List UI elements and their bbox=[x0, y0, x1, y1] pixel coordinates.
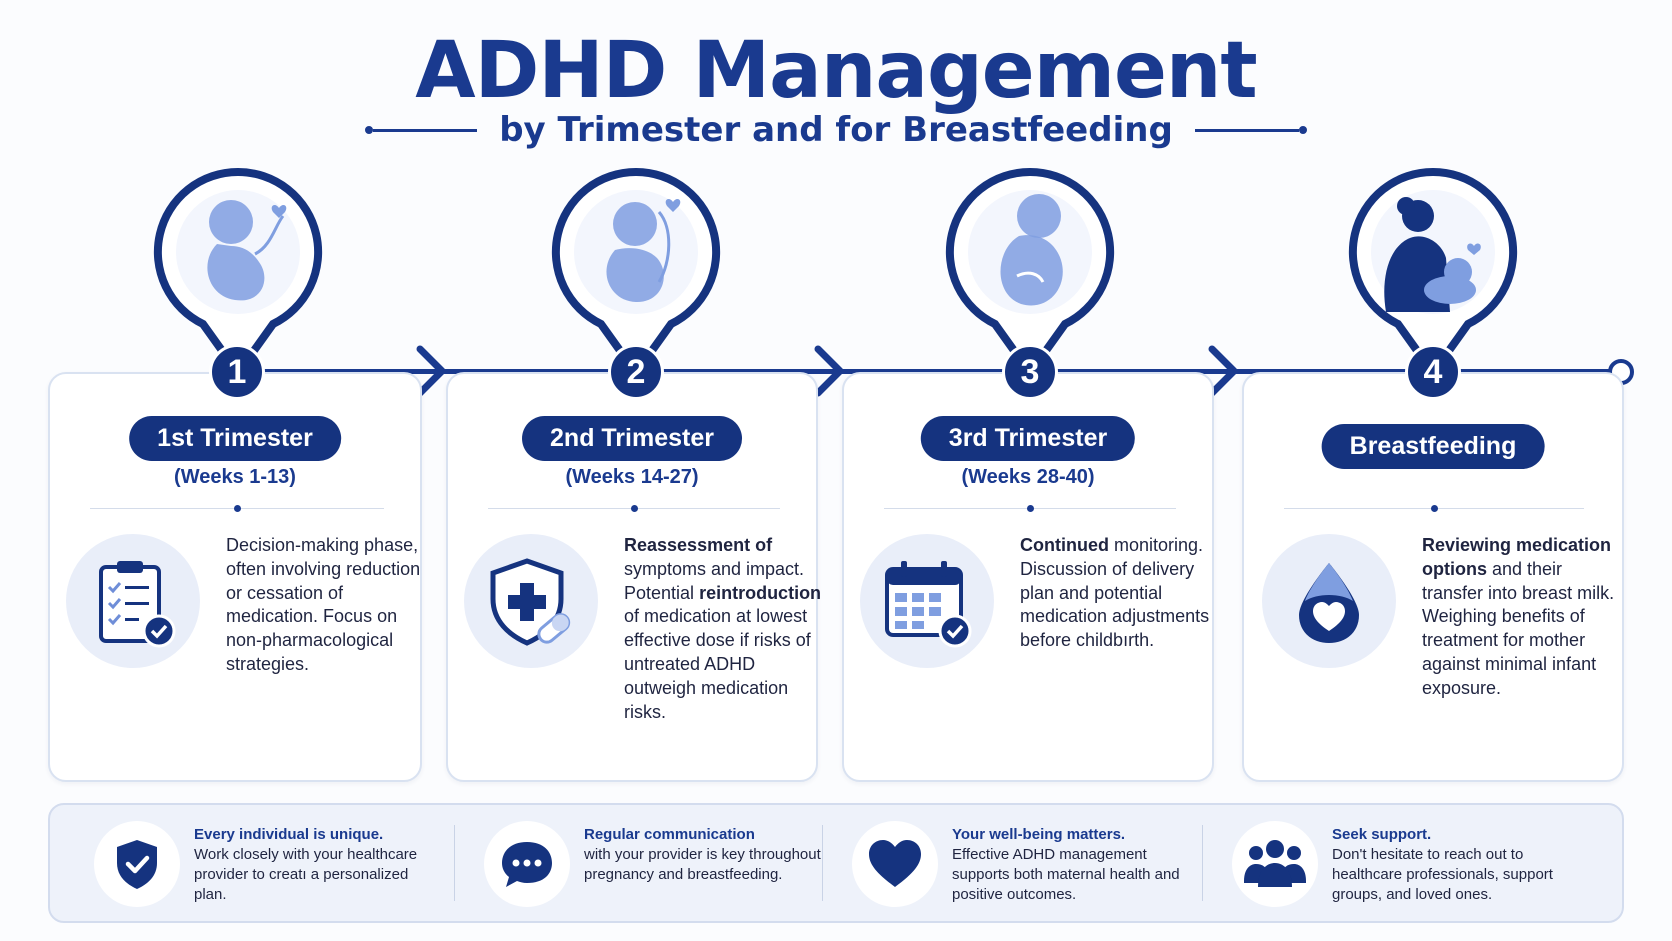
text-segment-bold: Reassessment of bbox=[624, 535, 773, 555]
tip-separator bbox=[822, 825, 823, 901]
chat-bubble-icon bbox=[502, 842, 552, 887]
tip-body: Effective ADHD management supports both … bbox=[952, 846, 1180, 903]
stage-number-badge: 4 bbox=[1405, 344, 1461, 400]
stage-number-badge: 2 bbox=[608, 344, 664, 400]
stage-card-3rd-trimester: 3rd Trimester (Weeks 28-40) Continued mo… bbox=[842, 372, 1214, 782]
stage-number-badge: 3 bbox=[1002, 344, 1058, 400]
tips-banner: Every individual is unique. Work closely… bbox=[48, 803, 1624, 923]
tip-icon-circle bbox=[94, 821, 180, 907]
text-segment: Decision-making phase, often involving r… bbox=[226, 535, 421, 674]
tip-heading: Seek support. bbox=[1332, 826, 1432, 843]
stage-weeks: (Weeks 1-13) bbox=[174, 466, 296, 488]
timeline-chevron-icon bbox=[416, 345, 446, 397]
stage-icon-circle bbox=[860, 534, 994, 668]
divider-dot bbox=[631, 505, 638, 512]
clipboard-checklist-icon bbox=[99, 561, 176, 648]
tip-item: Regular communication with your provider… bbox=[440, 805, 834, 921]
shield-check-icon bbox=[117, 840, 157, 889]
fetus-icon bbox=[551, 167, 721, 356]
stage-label: 2nd Trimester bbox=[522, 416, 742, 461]
tip-heading: Regular communication bbox=[584, 826, 755, 843]
tip-text: Seek support. Don't hesitate to reach ou… bbox=[1332, 825, 1577, 905]
tip-item: Seek support. Don't hesitate to reach ou… bbox=[1188, 805, 1618, 921]
subtitle-row: by Trimester and for Breastfeeding bbox=[0, 110, 1672, 150]
divider-dot bbox=[1027, 505, 1034, 512]
text-segment-bold: Reviewing medication options bbox=[1422, 535, 1612, 579]
stage-label: 3rd Trimester bbox=[920, 416, 1136, 461]
tip-icon-circle bbox=[484, 821, 570, 907]
stage-card-1st-trimester: 1st Trimester (Weeks 1-13) Decision-maki… bbox=[48, 372, 422, 782]
timeline-chevron-icon bbox=[1208, 345, 1238, 397]
tip-item: Every individual is unique. Work closely… bbox=[50, 805, 444, 921]
tip-heading: Every individual is unique. bbox=[194, 826, 384, 843]
divider-dot bbox=[1431, 505, 1438, 512]
stage-description: Continued monitoring. Discussion of deli… bbox=[1020, 534, 1220, 653]
tip-separator bbox=[454, 825, 455, 901]
subtitle-line-left bbox=[365, 126, 478, 134]
shield-medical-cross-icon bbox=[490, 558, 571, 646]
tip-item: Your well-being matters. Effective ADHD … bbox=[808, 805, 1202, 921]
text-segment-bold: Continued bbox=[1020, 535, 1109, 555]
subtitle-line-right bbox=[1194, 126, 1307, 134]
tip-text: Your well-being matters. Effective ADHD … bbox=[952, 825, 1197, 905]
tip-text: Regular communication with your provider… bbox=[584, 825, 829, 885]
timeline-chevron-icon bbox=[814, 345, 844, 397]
timeline-line bbox=[236, 369, 1624, 374]
heart-icon bbox=[869, 840, 921, 887]
stage-number-badge: 1 bbox=[209, 344, 265, 400]
tip-icon-circle bbox=[852, 821, 938, 907]
fetus-icon bbox=[945, 167, 1115, 356]
text-segment: and their transfer into breast milk. Wei… bbox=[1422, 558, 1615, 698]
text-segment-bold: reintroduction bbox=[699, 582, 822, 603]
milk-drop-heart-icon bbox=[1299, 563, 1359, 643]
calendar-check-icon bbox=[885, 561, 972, 648]
stage-icon-circle bbox=[1262, 534, 1396, 668]
mother-breastfeeding-icon bbox=[1348, 167, 1518, 356]
text-segment: symptoms and impact. Potential bbox=[624, 558, 805, 603]
tip-icon-circle bbox=[1232, 821, 1318, 907]
tip-body: Don't hesitate to reach out to healthcar… bbox=[1332, 846, 1553, 903]
stage-card-2nd-trimester: 2nd Trimester (Weeks 14-27) Reassessment… bbox=[446, 372, 821, 782]
text-segment: monitoring. Discussion of delivery plan … bbox=[1020, 535, 1210, 651]
tip-separator bbox=[1202, 825, 1203, 901]
people-group-icon bbox=[1244, 840, 1306, 887]
tip-heading: Your well-being matters. bbox=[952, 826, 1126, 843]
stage-weeks: (Weeks 28-40) bbox=[961, 466, 1095, 488]
tip-body: Work closely with your healthcare provid… bbox=[194, 846, 418, 903]
stage-icon-circle bbox=[464, 534, 598, 668]
tip-text: Every individual is unique. Work closely… bbox=[194, 825, 439, 905]
stage-label: 1st Trimester bbox=[129, 416, 341, 461]
fetus-icon bbox=[153, 167, 323, 356]
text-segment: of medication at lowest effective dose i… bbox=[624, 606, 811, 722]
tip-body: with your provider is key throughout pre… bbox=[584, 846, 821, 883]
stage-card-breastfeeding: Breastfeeding Reviewing medication optio… bbox=[1242, 372, 1624, 782]
stage-description: Reviewing medication options and their t… bbox=[1422, 534, 1622, 701]
stage-icon-circle bbox=[66, 534, 200, 668]
stage-label: Breastfeeding bbox=[1321, 424, 1545, 469]
stage-description: Reassessment of symptoms and impact. Pot… bbox=[624, 534, 824, 724]
stage-weeks: (Weeks 14-27) bbox=[565, 466, 699, 488]
stage-description: Decision-making phase, often involving r… bbox=[226, 534, 426, 677]
page-title: ADHD Management bbox=[415, 26, 1257, 116]
divider-dot bbox=[234, 505, 241, 512]
page-subtitle: by Trimester and for Breastfeeding bbox=[499, 110, 1173, 150]
